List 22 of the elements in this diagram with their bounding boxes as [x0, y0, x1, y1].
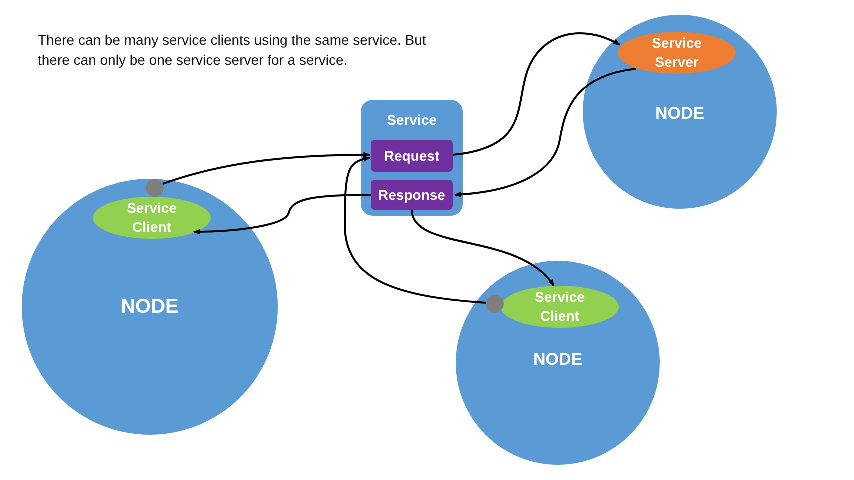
arrow — [411, 210, 555, 287]
note-text: There can be many service clients using the same service. But there can only be one service server for a service. — [38, 31, 428, 70]
arrow — [344, 156, 486, 304]
arrow — [454, 68, 636, 198]
client-label: Service Client — [126, 199, 178, 237]
message-label: Request — [383, 146, 441, 166]
message-box — [371, 140, 453, 172]
service-box — [361, 100, 463, 216]
server-label: Service Server — [651, 34, 703, 72]
client-label: Service Client — [534, 288, 586, 326]
message-box — [371, 180, 453, 210]
message-label: Response — [378, 186, 446, 204]
server-ellipse — [618, 32, 736, 74]
arrow — [193, 194, 371, 235]
connection-dot — [486, 295, 504, 313]
node-label: NODE — [532, 349, 584, 371]
arrow — [162, 152, 371, 185]
arrow — [452, 32, 621, 156]
node-label: NODE — [654, 103, 706, 125]
service-title: Service — [386, 111, 438, 130]
connection-dot — [146, 179, 164, 197]
node-label: NODE — [120, 294, 180, 320]
